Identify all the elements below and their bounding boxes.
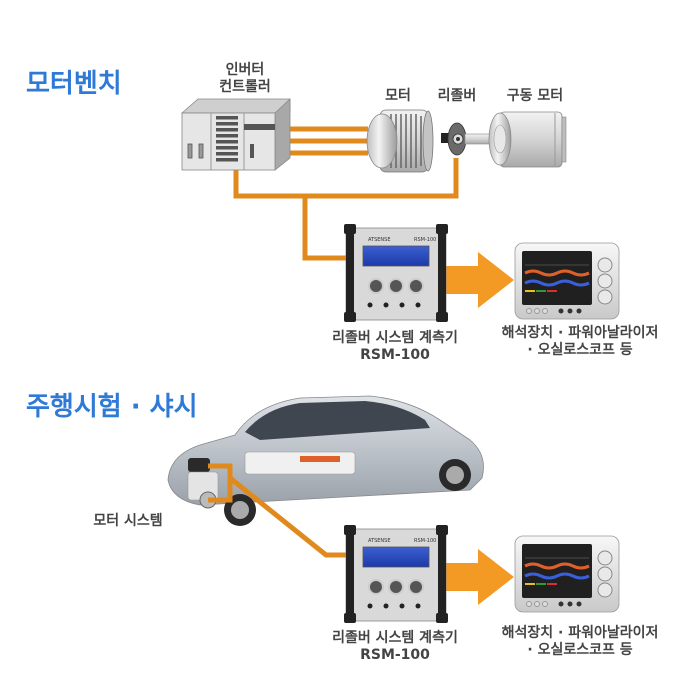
drive-motor-icon: [464, 111, 567, 168]
inverter-controller-icon: [180, 98, 291, 171]
inverter-label-line2: 컨트롤러: [219, 79, 271, 95]
device-brand: ATSENSE: [368, 237, 391, 243]
cables-driving-test: [208, 463, 350, 558]
analyzer-label-line1: 해석장치 · 파워아날라이저: [501, 325, 659, 341]
analyzer-label: 해석장치 · 파워아날라이저 · 오실로스코프 등: [470, 625, 690, 659]
instrument-label-line1: 리졸버 시스템 계측기: [332, 630, 458, 646]
device-model-badge: RSM-100: [414, 538, 436, 544]
rsm-100-device-icon: ATSENSE RSM-100: [344, 525, 448, 623]
cables-motor-bench: [233, 126, 459, 261]
motor-system-label: 모터 시스템: [93, 513, 163, 529]
analyzer-label-line2: · 오실로스코프 등: [527, 642, 633, 658]
instrument-label-line2: RSM-100: [360, 647, 430, 663]
section-title-motor-bench: 모터벤치: [26, 69, 122, 99]
drive-motor-label: 구동 모터: [506, 88, 564, 104]
inverter-label: 인버터 컨트롤러: [210, 62, 280, 96]
motor-icon: [366, 109, 434, 173]
instrument-label-line1: 리졸버 시스템 계측기: [332, 330, 458, 346]
rsm-100-device-icon: ATSENSE RSM-100: [344, 224, 448, 322]
analyzer-label-line1: 해석장치 · 파워아날라이저: [501, 625, 659, 641]
instrument-label: 리졸버 시스템 계측기 RSM-100: [300, 630, 490, 664]
section-title-driving-test: 주행시험 · 샤시: [26, 392, 198, 422]
arrow-right-icon: [440, 252, 514, 308]
car-icon: [167, 395, 484, 526]
device-model-badge: RSM-100: [414, 237, 436, 243]
resolver-icon: [441, 122, 467, 156]
motor-label: 모터: [385, 88, 411, 104]
analyzer-label: 해석장치 · 파워아날라이저 · 오실로스코프 등: [470, 325, 690, 359]
inverter-label-line1: 인버터: [225, 62, 265, 78]
instrument-label: 리졸버 시스템 계측기 RSM-100: [300, 330, 490, 364]
oscilloscope-icon: [514, 242, 620, 320]
resolver-label: 리졸버: [437, 88, 477, 104]
arrow-right-icon: [440, 549, 514, 605]
oscilloscope-icon: [514, 535, 620, 613]
device-brand: ATSENSE: [368, 538, 391, 544]
instrument-label-line2: RSM-100: [360, 347, 430, 363]
analyzer-label-line2: · 오실로스코프 등: [527, 342, 633, 358]
